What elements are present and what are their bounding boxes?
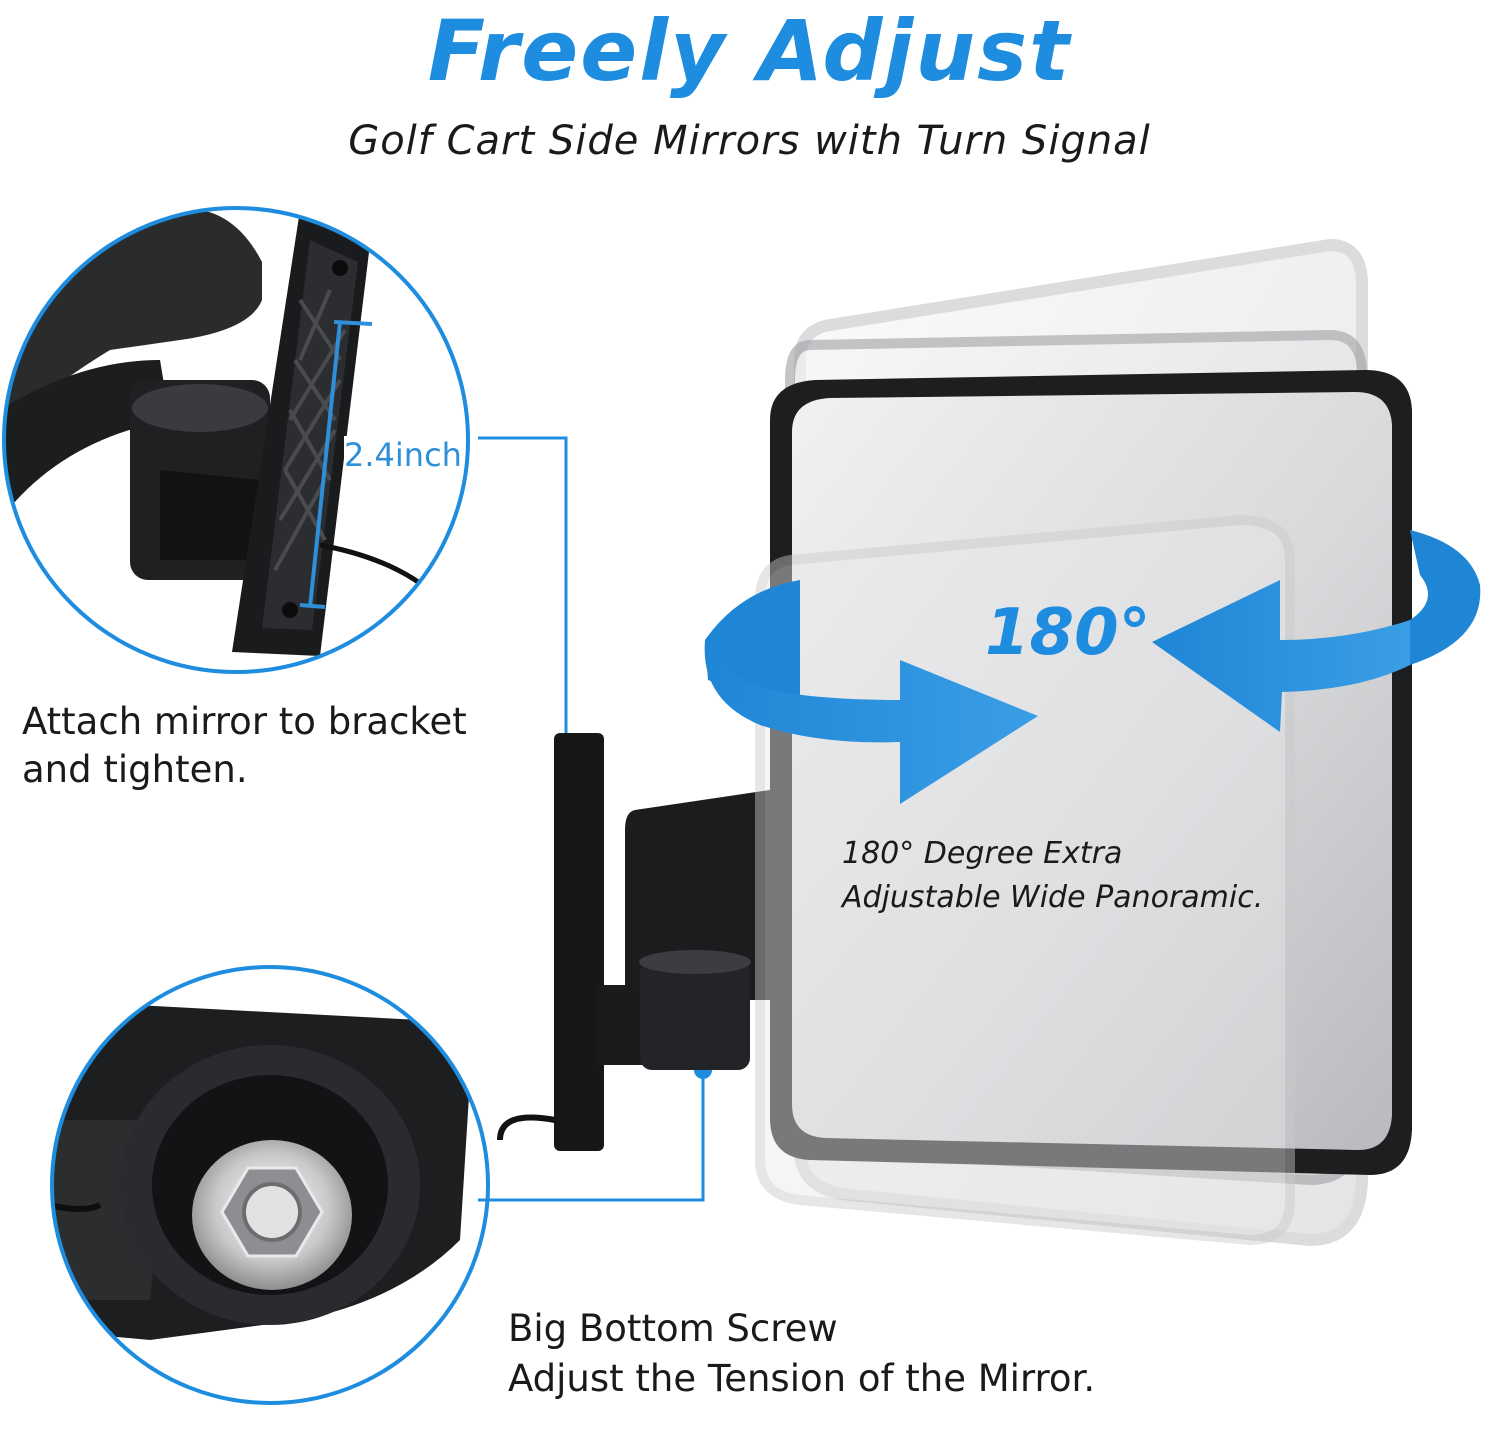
rotation-degree-label: 180° bbox=[985, 596, 1151, 670]
screw-caption: Big Bottom Screw Adjust the Tension of t… bbox=[508, 1304, 1095, 1404]
attach-caption-line1: Attach mirror to bracket bbox=[22, 700, 467, 743]
mirror-assembly bbox=[497, 238, 1412, 1247]
screw-caption-line2: Adjust the Tension of the Mirror. bbox=[508, 1357, 1096, 1400]
bracket-length-label: 2.4inch bbox=[344, 436, 462, 474]
page-title: Freely Adjust bbox=[427, 2, 1072, 100]
attach-caption-line2: and tighten. bbox=[22, 748, 248, 791]
callout-lines bbox=[478, 436, 705, 1202]
panoramic-caption-line2: Adjustable Wide Panoramic. bbox=[842, 880, 1264, 915]
screw-caption-line1: Big Bottom Screw bbox=[508, 1307, 838, 1350]
attach-caption: Attach mirror to bracket and tighten. bbox=[22, 698, 467, 794]
rotation-arrow bbox=[704, 530, 1481, 804]
page-subtitle: Golf Cart Side Mirrors with Turn Signal bbox=[348, 118, 1151, 164]
panoramic-caption: 180° Degree Extra Adjustable Wide Panora… bbox=[842, 832, 1263, 920]
panoramic-caption-line1: 180° Degree Extra bbox=[842, 836, 1123, 871]
screw-detail-circle bbox=[50, 965, 490, 1405]
